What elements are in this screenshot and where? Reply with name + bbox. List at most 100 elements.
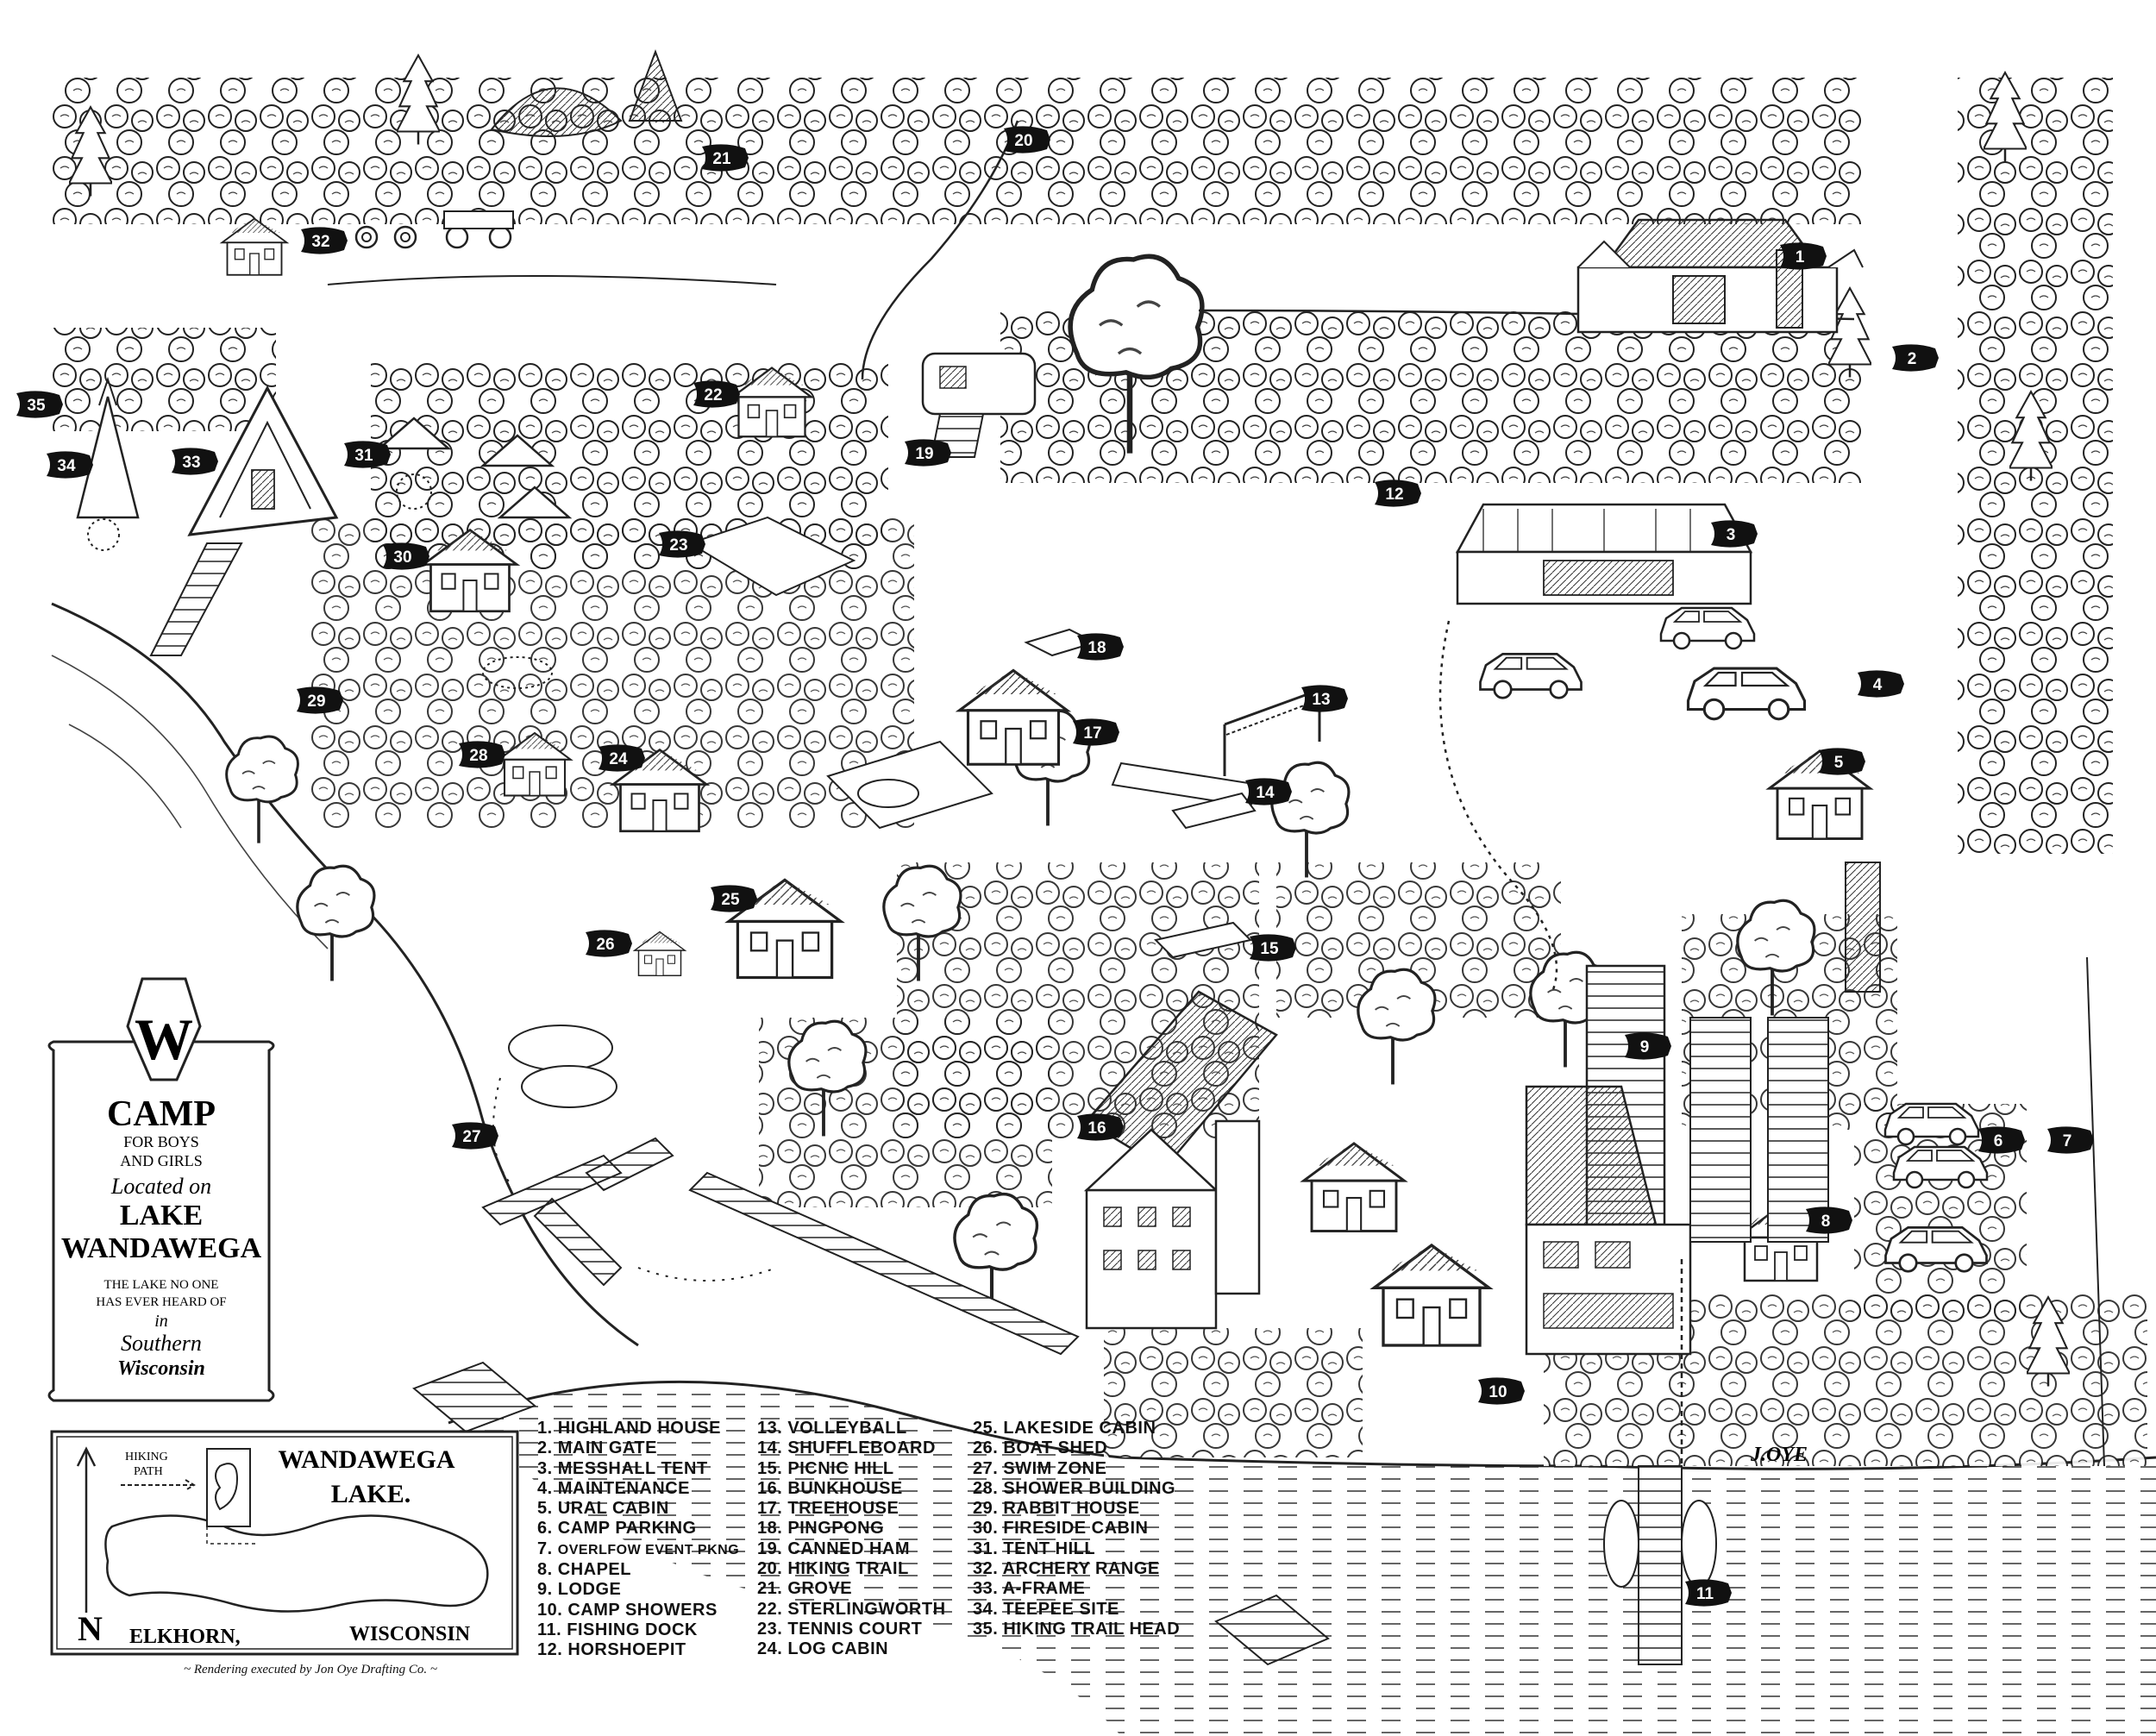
marker-26[interactable]: 26 bbox=[586, 930, 632, 957]
marker-11-number: 11 bbox=[1696, 1585, 1714, 1603]
legend-item: 30. FIRESIDE CABIN bbox=[973, 1519, 1149, 1539]
fire-rings bbox=[87, 473, 553, 689]
marker-28[interactable]: 28 bbox=[459, 741, 505, 768]
marker-32-number: 32 bbox=[311, 233, 329, 251]
marker-17[interactable]: 17 bbox=[1073, 718, 1119, 746]
hiking-label-1: HIKING bbox=[125, 1451, 168, 1463]
marker-14[interactable]: 14 bbox=[1245, 778, 1292, 805]
marker-21-number: 21 bbox=[712, 150, 731, 168]
marker-9-number: 9 bbox=[1640, 1038, 1650, 1056]
legend-item: 10. CAMP SHOWERS bbox=[537, 1600, 718, 1620]
marker-26-number: 26 bbox=[596, 936, 614, 954]
marker-24[interactable]: 24 bbox=[599, 744, 645, 772]
state-label: WISCONSIN bbox=[349, 1623, 471, 1645]
marker-4[interactable]: 4 bbox=[1858, 670, 1904, 698]
hiking-label-2: PATH bbox=[134, 1465, 163, 1478]
legend-item: 12. HORSHOEPIT bbox=[537, 1640, 686, 1660]
lake-water bbox=[51, 602, 2156, 1736]
marker-11[interactable]: 11 bbox=[1685, 1579, 1732, 1607]
marker-10-number: 10 bbox=[1489, 1383, 1507, 1401]
camp-title-box: W CAMP FOR BOYS AND GIRLS Located on LAK… bbox=[47, 977, 275, 1402]
camp-buildings bbox=[76, 49, 1881, 1356]
marker-30[interactable]: 30 bbox=[383, 542, 429, 570]
legend-item: 29. RABBIT HOUSE bbox=[973, 1499, 1140, 1519]
highland-house bbox=[1576, 218, 1864, 334]
credit-ornament-right: ~ bbox=[427, 1663, 438, 1676]
marker-33[interactable]: 33 bbox=[172, 448, 218, 475]
map-legend: 1. HIGHLAND HOUSE 2. MAIN GATE 3. MESSHA… bbox=[537, 1419, 1210, 1677]
marker-10[interactable]: 10 bbox=[1478, 1377, 1525, 1405]
north-arrow-icon bbox=[76, 1446, 97, 1613]
marker-9[interactable]: 9 bbox=[1625, 1032, 1671, 1060]
marker-29[interactable]: 29 bbox=[297, 686, 343, 714]
map-credit: ~ Rendering executed by Jon Oye Drafting… bbox=[129, 1663, 492, 1677]
marker-25[interactable]: 25 bbox=[711, 885, 757, 912]
marker-22-number: 22 bbox=[704, 386, 722, 404]
marker-7[interactable]: 7 bbox=[2047, 1126, 2094, 1154]
marker-2-number: 2 bbox=[1908, 350, 1917, 368]
title-and-girls: AND GIRLS bbox=[120, 1152, 203, 1169]
legend-item: 9. LODGE bbox=[537, 1580, 622, 1600]
messhall-tent bbox=[1455, 503, 1753, 605]
legend-item: 26. BOAT SHED bbox=[973, 1438, 1108, 1458]
marker-19[interactable]: 19 bbox=[905, 439, 951, 467]
marker-35[interactable]: 35 bbox=[16, 391, 63, 418]
marker-2[interactable]: 2 bbox=[1892, 344, 1939, 372]
title-in: in bbox=[154, 1312, 168, 1331]
legend-item: 7. OVERLFOW EVENT PKNG bbox=[537, 1539, 740, 1558]
marker-13[interactable]: 13 bbox=[1301, 685, 1348, 712]
title-wisconsin: Wisconsin bbox=[117, 1357, 205, 1380]
marker-32[interactable]: 32 bbox=[301, 227, 348, 254]
title-lake: LAKE bbox=[120, 1200, 203, 1231]
legend-item: 11. FISHING DOCK bbox=[537, 1620, 698, 1639]
marker-6[interactable]: 6 bbox=[1978, 1126, 2025, 1154]
lake-title-2: LAKE. bbox=[331, 1480, 411, 1508]
legend-item: 3. MESSHALL TENT bbox=[537, 1458, 708, 1478]
title-located-on: Located on bbox=[110, 1174, 211, 1199]
legend-item: 5. URAL CABIN bbox=[537, 1499, 669, 1519]
credit-text: Rendering executed by Jon Oye Drafting C… bbox=[193, 1663, 428, 1676]
marker-1-number: 1 bbox=[1796, 248, 1805, 266]
legend-item: 20. HIKING TRAIL bbox=[757, 1559, 909, 1579]
marker-3[interactable]: 3 bbox=[1711, 520, 1758, 548]
marker-8[interactable]: 8 bbox=[1806, 1206, 1852, 1234]
marker-1[interactable]: 1 bbox=[1780, 242, 1827, 270]
marker-27[interactable]: 27 bbox=[452, 1122, 498, 1150]
legend-item: 19. CANNED HAM bbox=[757, 1539, 911, 1558]
marker-16-number: 16 bbox=[1087, 1119, 1106, 1137]
location-markers: 1 2 3 4 5 6 7 8 9 10 11 12 13 14 15 16 1… bbox=[16, 126, 2094, 1607]
legend-item: 24. LOG CABIN bbox=[757, 1639, 889, 1659]
marker-12[interactable]: 12 bbox=[1375, 479, 1421, 507]
hiking-arrow-icon bbox=[121, 1479, 196, 1491]
marker-5[interactable]: 5 bbox=[1819, 748, 1865, 775]
marker-23[interactable]: 23 bbox=[659, 530, 705, 558]
marker-23-number: 23 bbox=[669, 536, 687, 555]
marker-18[interactable]: 18 bbox=[1077, 633, 1124, 661]
legend-item: 1. HIGHLAND HOUSE bbox=[537, 1419, 721, 1438]
marker-15[interactable]: 15 bbox=[1250, 934, 1296, 962]
marker-24-number: 24 bbox=[609, 750, 628, 768]
legend-item: 16. BUNKHOUSE bbox=[757, 1478, 903, 1498]
marker-15-number: 15 bbox=[1260, 940, 1279, 958]
marker-12-number: 12 bbox=[1385, 486, 1403, 504]
marker-20[interactable]: 20 bbox=[1004, 126, 1050, 154]
legend-item: 34. TEEPEE SITE bbox=[973, 1599, 1119, 1619]
legend-column-1: 1. HIGHLAND HOUSE 2. MAIN GATE 3. MESSHA… bbox=[537, 1419, 757, 1677]
marker-34[interactable]: 34 bbox=[47, 451, 93, 479]
legend-item: 13. VOLLEYBALL bbox=[757, 1419, 907, 1438]
emblem-letter: W bbox=[135, 1006, 193, 1072]
marker-14-number: 14 bbox=[1256, 784, 1275, 802]
marker-21[interactable]: 21 bbox=[702, 144, 749, 172]
marker-27-number: 27 bbox=[462, 1128, 480, 1146]
legend-item: 35. HIKING TRAIL HEAD bbox=[973, 1619, 1181, 1639]
marker-20-number: 20 bbox=[1014, 132, 1032, 150]
marker-4-number: 4 bbox=[1873, 676, 1883, 694]
legend-column-3: 25. LAKESIDE CABIN 26. BOAT SHED 27. SWI… bbox=[973, 1419, 1197, 1677]
title-for-boys: FOR BOYS bbox=[123, 1133, 199, 1150]
marker-22[interactable]: 22 bbox=[693, 380, 740, 408]
legend-item: 31. TENT HILL bbox=[973, 1539, 1096, 1558]
marker-3-number: 3 bbox=[1727, 526, 1736, 544]
marker-31[interactable]: 31 bbox=[344, 441, 391, 468]
marker-16[interactable]: 16 bbox=[1077, 1113, 1124, 1141]
